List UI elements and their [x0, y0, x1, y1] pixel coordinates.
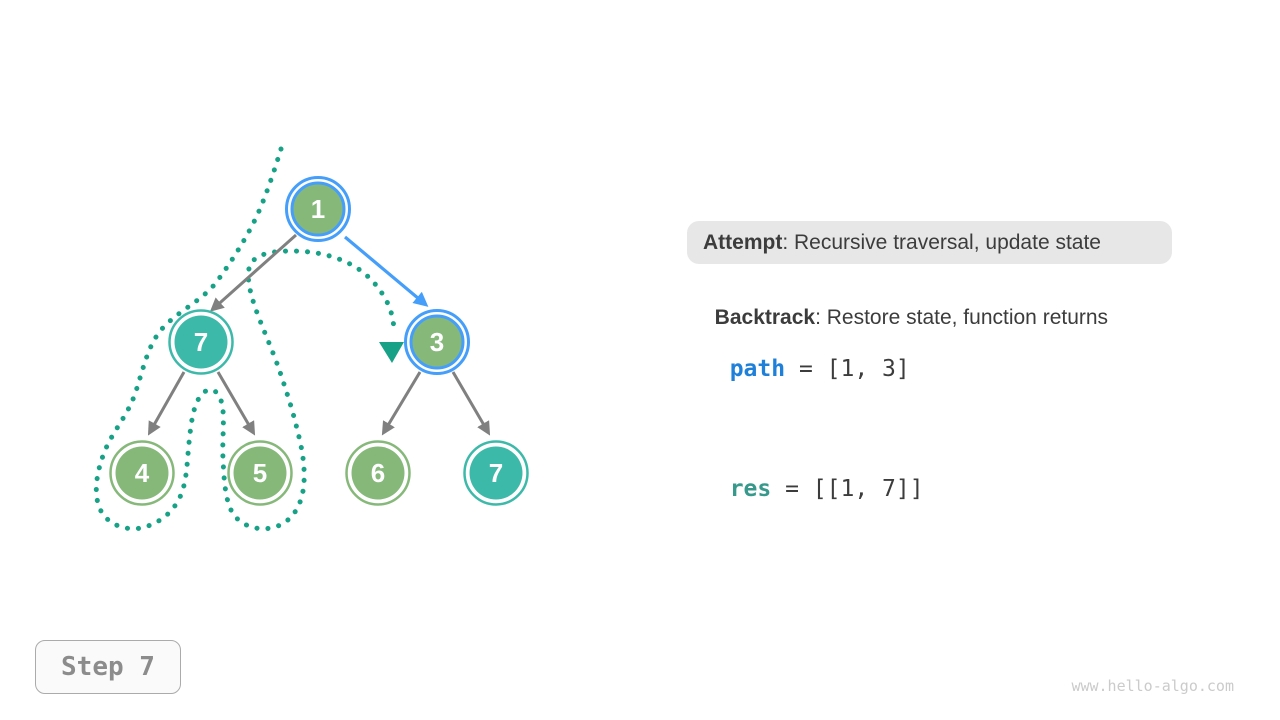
res-variable-value: = [[1, 7]]: [771, 476, 924, 502]
edge-7-4: [147, 371, 186, 436]
step-indicator-label: Step 7: [61, 652, 155, 682]
res-variable-name: res: [729, 476, 772, 502]
binary-tree-diagram: 1 7 3 4 5 6 7: [0, 0, 640, 620]
res-state-line: res = [[1, 7]]: [702, 450, 924, 502]
attempt-legend: Attempt: Recursive traversal, update sta…: [687, 221, 1172, 264]
watermark: www.hello-algo.com: [1071, 677, 1234, 695]
tree-node-1-label: 1: [311, 194, 325, 224]
backtrack-label: Backtrack: [714, 306, 816, 329]
edge-7-5: [216, 371, 256, 436]
tree-node-1: 1: [285, 176, 351, 242]
attempt-text: : Recursive traversal, update state: [782, 230, 1101, 254]
backtrack-text: : Restore state, function returns: [815, 306, 1109, 329]
tree-node-5: 5: [227, 440, 293, 506]
edge-1-3-highlighted: [343, 235, 429, 307]
edge-3-7: [451, 371, 491, 436]
tree-node-4: 4: [109, 440, 175, 506]
tree-node-4-label: 4: [135, 458, 150, 488]
traversal-arrowhead-icon: [379, 342, 404, 363]
path-variable-value: = [1, 3]: [785, 356, 910, 382]
edge-3-6: [381, 371, 422, 436]
tree-node-7-right: 7: [463, 440, 529, 506]
tree-node-5-label: 5: [253, 458, 267, 488]
attempt-label: Attempt: [703, 230, 783, 254]
tree-node-7-right-label: 7: [489, 458, 503, 488]
tree-node-3: 3: [404, 309, 470, 375]
tree-node-3-label: 3: [430, 327, 444, 357]
backtrack-legend: Backtrack: Restore state, function retur…: [703, 282, 1108, 330]
tree-svg: 1 7 3 4 5 6 7: [93, 146, 529, 532]
tree-node-6: 6: [345, 440, 411, 506]
tree-node-7-left-label: 7: [194, 327, 208, 357]
path-state-line: path = [1, 3]: [702, 330, 910, 382]
tree-node-7-left: 7: [168, 309, 234, 375]
path-variable-name: path: [729, 356, 786, 382]
tree-node-6-label: 6: [371, 458, 385, 488]
edge-1-7: [209, 233, 297, 312]
step-indicator: Step 7: [35, 640, 181, 694]
